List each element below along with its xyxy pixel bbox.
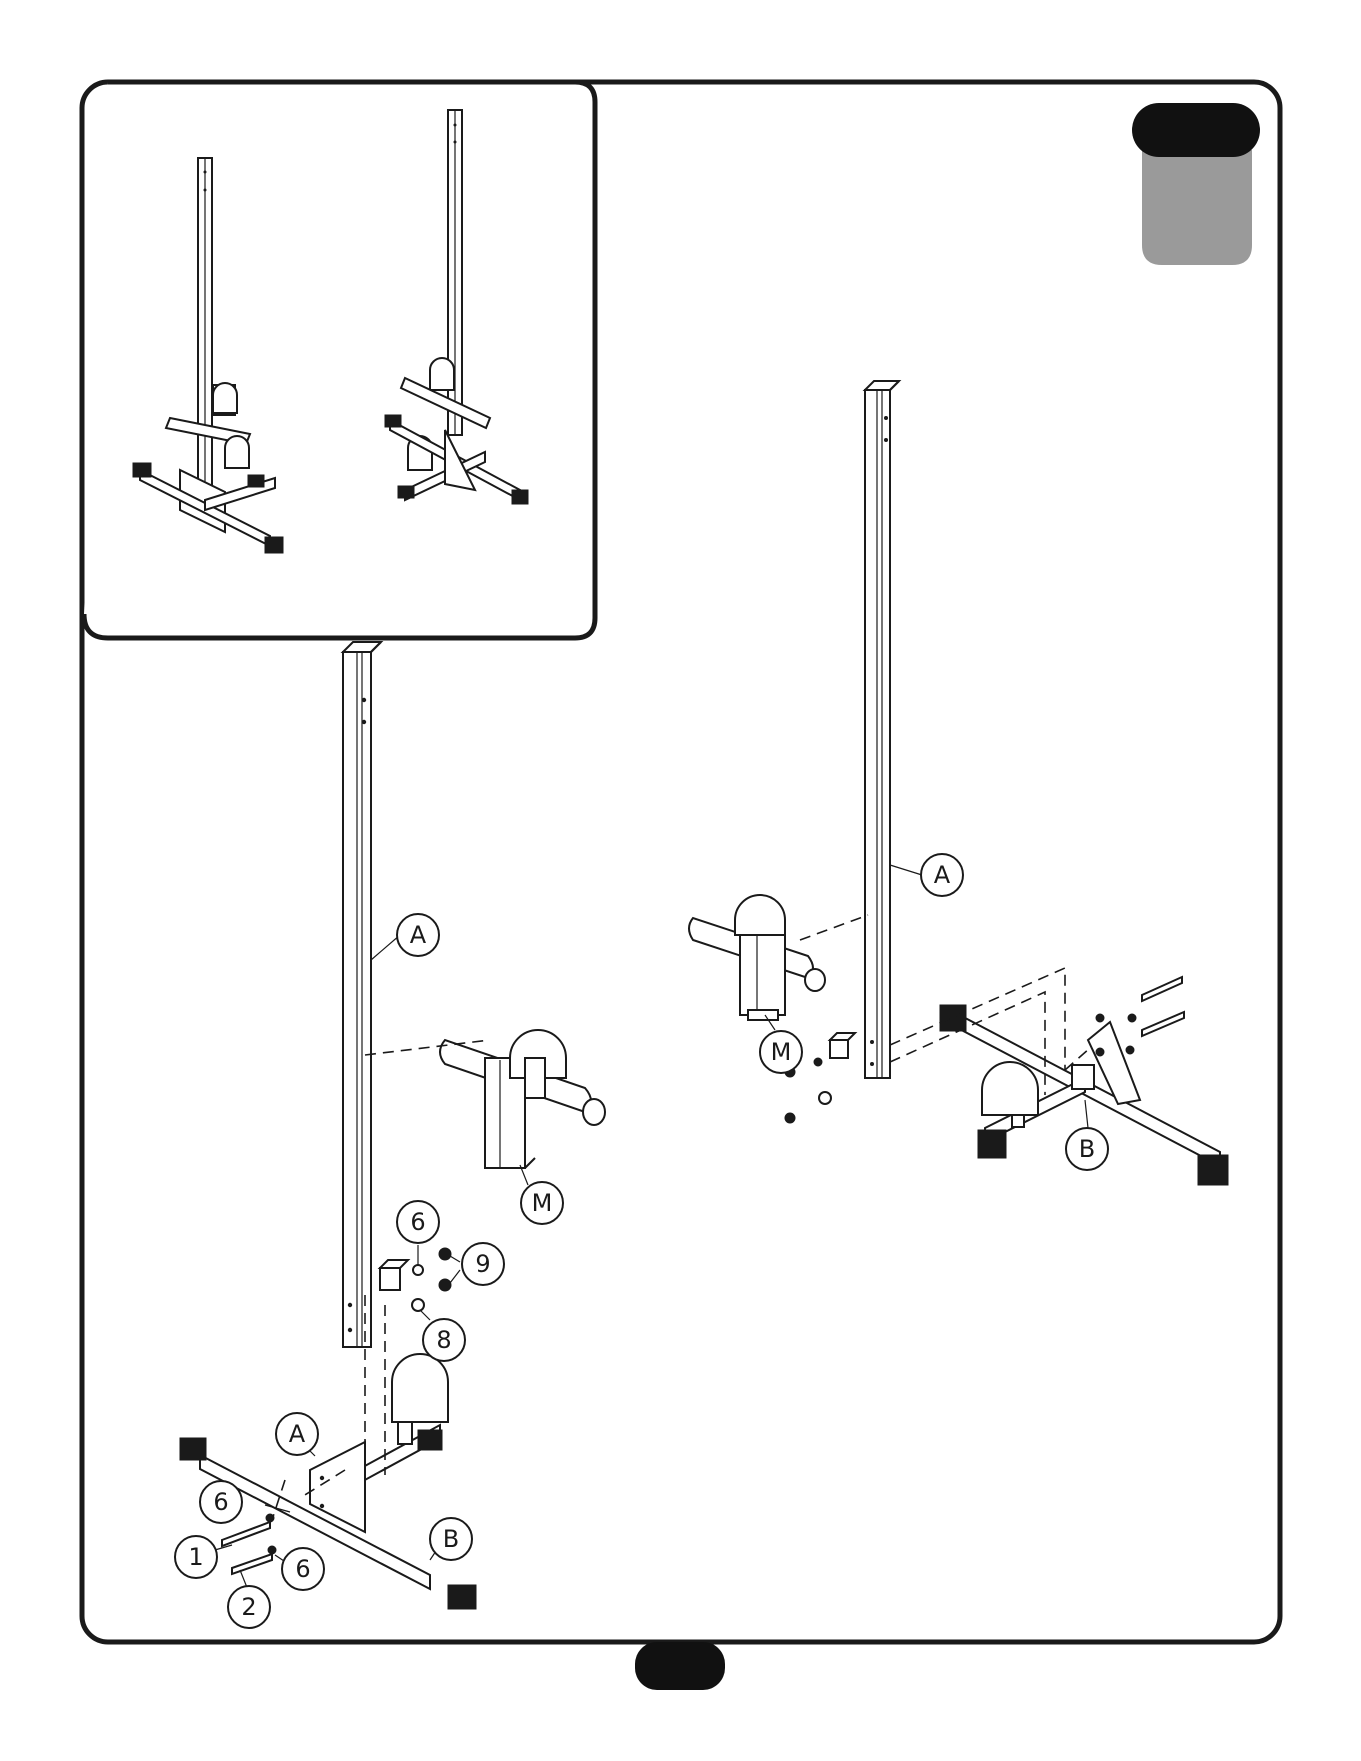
svg-text:M: M: [771, 1038, 792, 1066]
callout-left-post-a: A: [397, 914, 439, 956]
inset-panel-border: [84, 82, 595, 638]
svg-text:A: A: [289, 1420, 306, 1448]
callout-right-base-b: B: [1066, 1128, 1108, 1170]
callout-left-washer-6-mid: 6: [200, 1481, 242, 1523]
svg-text:A: A: [934, 861, 951, 889]
callout-left-nuts-9: 9: [462, 1243, 504, 1285]
step-tab: [1132, 103, 1260, 265]
callout-left-bracket-m: M: [521, 1182, 563, 1224]
svg-text:6: 6: [213, 1488, 228, 1516]
left-bolts: [222, 1514, 276, 1574]
svg-text:M: M: [532, 1189, 553, 1217]
svg-text:B: B: [443, 1525, 459, 1553]
callout-right-post-a: A: [921, 854, 963, 896]
right-post: [865, 381, 899, 1078]
svg-text:B: B: [1079, 1135, 1095, 1163]
svg-text:A: A: [410, 921, 427, 949]
svg-text:9: 9: [475, 1250, 490, 1278]
svg-text:2: 2: [241, 1593, 256, 1621]
callout-left-base-plate-a: A: [276, 1413, 318, 1455]
left-post: [343, 642, 381, 1347]
callout-right-bracket-m: M: [760, 1031, 802, 1073]
callout-left-base-b: B: [430, 1518, 472, 1560]
page-number-tab: [635, 1642, 725, 1690]
callout-left-washer-6-low: 6: [282, 1548, 324, 1590]
callout-left-bolt-1: 1: [175, 1536, 217, 1578]
svg-text:8: 8: [436, 1326, 451, 1354]
callout-left-bolt-2: 2: [228, 1586, 270, 1628]
svg-text:6: 6: [295, 1555, 310, 1583]
svg-text:1: 1: [188, 1543, 203, 1571]
callout-left-washer-6-top: 6: [397, 1201, 439, 1243]
right-bracket-m: [689, 895, 825, 1020]
left-bracket-m: [440, 1030, 605, 1168]
callout-left-washer-8: 8: [423, 1319, 465, 1361]
left-hardware: [380, 1248, 451, 1311]
svg-text:6: 6: [410, 1208, 425, 1236]
